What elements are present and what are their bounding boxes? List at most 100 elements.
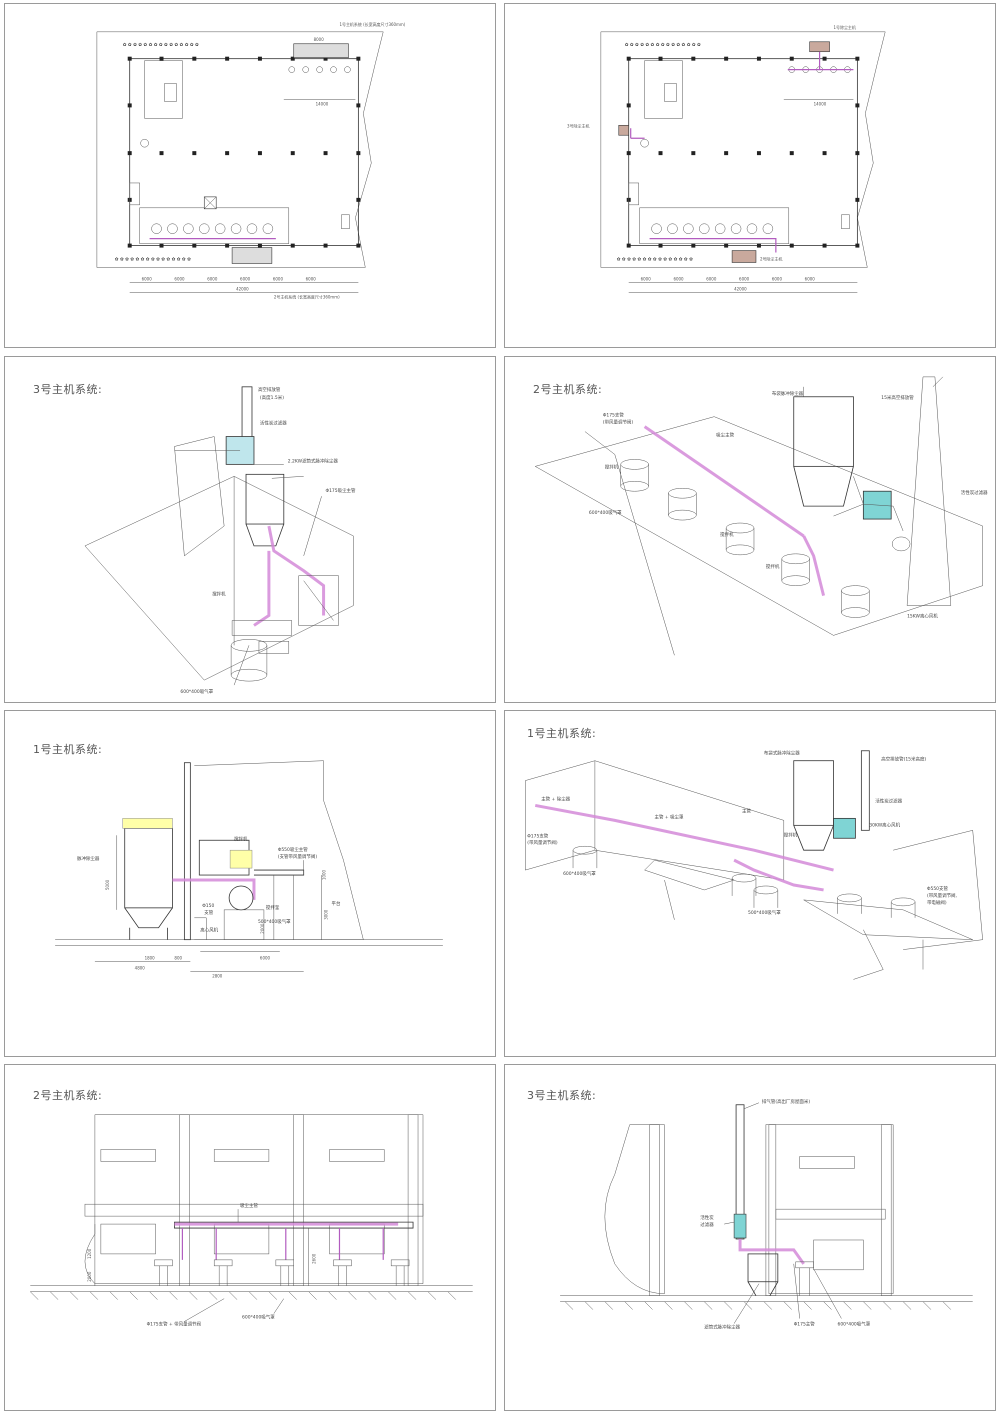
label-branch: 支管 xyxy=(204,909,213,916)
panel-system-1-elevation: 1号主机系统: 5000 1800 800 4800 6000 2800 300… xyxy=(4,710,496,1057)
label-top-left: 主管 + 除尘器 xyxy=(541,795,570,802)
system-2-elevation-drawing: 1200 2000 2600 吸尘主管 Φ175支管 + 带风量调节阀 600*… xyxy=(30,1114,473,1327)
system-1-iso-drawing: 高空排放管(15米高度) 布袋式脉冲除尘器 活性炭过滤器 30KW离心风机 主管… xyxy=(525,750,983,980)
panel-system-3-iso: 3号主机系统: 高空排放管 (高度1.5米) 活性炭过滤器 2.2KW滤筒式脉冲… xyxy=(4,356,496,703)
dim-w4: 6000 xyxy=(260,956,271,961)
label-fan: 15KW离心风机 xyxy=(907,612,938,619)
dim-bottom-2-5: 6000 xyxy=(772,276,783,281)
label-fan: 30KW离心风机 xyxy=(869,821,900,828)
panel-title: 3号主机系统: xyxy=(33,383,103,396)
label-collector: 脉冲除尘器 xyxy=(77,855,100,862)
label-machine-c: 搅拌机 xyxy=(766,563,780,570)
label-filter: 活性炭过滤器 xyxy=(260,420,287,427)
dim-w1: 1800 xyxy=(145,956,156,961)
dim-h3: 2000 xyxy=(260,923,265,934)
dim-inner: 14000 xyxy=(316,101,329,106)
label-hood-left: 600*400吸气罩 xyxy=(563,870,596,877)
label-branch-right-sub: (带风量调节阀, xyxy=(927,892,957,899)
svg-text:✿ ✿ ✿ ✿ ✿ ✿ ✿ ✿ ✿ ✿ ✿ ✿ ✿ ✿ ✿: ✿ ✿ ✿ ✿ ✿ ✿ ✿ ✿ ✿ ✿ ✿ ✿ ✿ ✿ ✿ xyxy=(625,42,701,48)
label-machine: 搅拌机 xyxy=(784,831,798,838)
floor-plan-1-drawing: ✿ ✿ ✿ ✿ ✿ ✿ ✿ ✿ ✿ ✿ ✿ ✿ ✿ ✿ ✿ ✿ ✿ ✿ ✿ ✿ … xyxy=(96,22,406,299)
dim-bottom-2-1: 6000 xyxy=(641,276,652,281)
label-machine: 搅拌机 xyxy=(212,591,226,598)
dim-total-2: 42000 xyxy=(734,286,747,291)
dim-h1: 1200 xyxy=(87,1248,92,1259)
dim-bottom-2: 6000 xyxy=(174,276,185,281)
note-left-2: 3号除尘主机 xyxy=(567,123,589,128)
label-branch-left-sub: (带风量调节阀) xyxy=(527,839,558,846)
label-cover: 搅拌釜 xyxy=(266,904,280,911)
label-collector: 布袋式脉冲除尘器 xyxy=(764,750,800,757)
panel-floor-plan-1: ✿ ✿ ✿ ✿ ✿ ✿ ✿ ✿ ✿ ✿ ✿ ✿ ✿ ✿ ✿ ✿ ✿ ✿ ✿ ✿ … xyxy=(4,3,496,348)
label-hood: 600*400吸气罩 xyxy=(589,509,622,516)
floor-plan-2-drawing: ✿ ✿ ✿ ✿ ✿ ✿ ✿ ✿ ✿ ✿ ✿ ✿ ✿ ✿ ✿ ✿ ✿ ✿ ✿ ✿ … xyxy=(567,25,886,293)
label-hood: 500*400吸气罩 xyxy=(258,918,291,925)
dim-bottom-6: 6000 xyxy=(306,276,317,281)
note-bottom: 2号主机系统 (长宽高度尺寸360mm) xyxy=(274,294,340,299)
dim-h4: 1000 xyxy=(322,869,327,880)
label-collector: 滤筒式脉冲除尘器 xyxy=(704,1323,740,1330)
dim-h3: 2600 xyxy=(312,1253,317,1264)
label-mid: 主管 + 吸尘罩 xyxy=(655,813,684,820)
label-branch: Φ175支管 + 带风量调节阀 xyxy=(147,1320,202,1327)
dim-w2: 800 xyxy=(174,956,182,961)
label-stack-sub: (高度1.5米) xyxy=(260,394,284,401)
dim-inner-2: 14000 xyxy=(814,101,827,106)
svg-text:✿ ✿ ✿ ✿ ✿ ✿ ✿ ✿ ✿ ✿ ✿ ✿ ✿ ✿ ✿: ✿ ✿ ✿ ✿ ✿ ✿ ✿ ✿ ✿ ✿ ✿ ✿ ✿ ✿ ✿ xyxy=(123,42,199,48)
label-collector: 布袋脉冲除尘器 xyxy=(772,390,804,397)
dim-bottom-2-3: 6000 xyxy=(706,276,717,281)
panel-title: 1号主机系统: xyxy=(33,743,103,756)
label-duct-sub: (支管带风量调节阀) xyxy=(278,853,317,860)
label-main-pipe: 吸尘主管 xyxy=(240,1202,258,1209)
panel-title: 1号主机系统: xyxy=(527,727,597,740)
dim-w3: 4800 xyxy=(135,966,146,971)
label-machine-a: 搅拌机 xyxy=(605,463,619,470)
label-filter: 活性炭过滤器 xyxy=(875,797,902,804)
dim-h2: 3000 xyxy=(324,909,329,920)
label-dia: Φ150 xyxy=(202,903,214,909)
dim-bottom-2-2: 6000 xyxy=(673,276,684,281)
panel-title: 3号主机系统: xyxy=(527,1089,597,1102)
dim-bottom-4: 6000 xyxy=(240,276,251,281)
label-fan: 离心风机 xyxy=(200,927,218,934)
dim-h2: 2000 xyxy=(87,1271,92,1282)
label-branch: Φ175支管 xyxy=(603,412,625,419)
note-top: 1号主机系统 (长宽高度尺寸360mm) xyxy=(339,22,405,27)
dim-bottom-3: 6000 xyxy=(207,276,218,281)
panel-title: 2号主机系统: xyxy=(33,1089,103,1102)
label-stack: 高空排放管(15米高度) xyxy=(881,756,926,763)
label-filter-sub: 过滤器 xyxy=(700,1221,714,1228)
system-3-elevation-drawing: 排气管(高出厂房屋面米) 活性炭 过滤器 滤筒式脉冲除尘器 Φ175主管 600… xyxy=(560,1098,973,1330)
label-stack: 排气管(高出厂房屋面米) xyxy=(762,1098,810,1105)
label-stack: 15米高空排放管 xyxy=(881,394,914,401)
panel-floor-plan-2: ✿ ✿ ✿ ✿ ✿ ✿ ✿ ✿ ✿ ✿ ✿ ✿ ✿ ✿ ✿ ✿ ✿ ✿ ✿ ✿ … xyxy=(504,3,996,348)
system-3-iso-drawing: 高空排放管 (高度1.5米) 活性炭过滤器 2.2KW滤筒式脉冲除尘器 Φ175… xyxy=(84,386,356,695)
dim-h1: 5000 xyxy=(105,879,110,890)
panel-system-1-iso: 1号主机系统: 高空排放管(15米高度) 布袋式脉冲除尘器 活性炭过滤器 30K… xyxy=(504,710,996,1057)
label-machine-b: 搅拌机 xyxy=(720,531,734,538)
note-bottom-2: 2号除尘主机 xyxy=(760,257,782,262)
label-branch-left: Φ175支管 xyxy=(527,832,549,839)
label-filter: 活性炭 xyxy=(700,1214,714,1221)
label-filter: 活性炭过滤器 xyxy=(961,489,988,496)
label-main-pipe: Φ175主管 xyxy=(794,1320,816,1327)
label-branch-sub: (带风量调节阀) xyxy=(603,419,634,426)
dim-total: 42000 xyxy=(236,286,249,291)
dim-bottom-2-6: 6000 xyxy=(805,276,816,281)
label-hood: 600*400吸气罩 xyxy=(180,688,213,695)
panel-system-2-iso: 2号主机系统: 15米高空排放管 布袋脉冲除尘器 Φ175支管 (带风量调节阀)… xyxy=(504,356,996,703)
system-1-elevation-drawing: 5000 1800 800 4800 6000 2800 3000 2000 1… xyxy=(55,760,443,978)
dim-bottom-1: 6000 xyxy=(142,276,153,281)
label-hood: 600*400吸气罩 xyxy=(837,1320,870,1327)
label-collector: 2.2KW滤筒式脉冲除尘器 xyxy=(288,457,339,464)
label-hood-mid: 500*400吸气罩 xyxy=(748,909,781,916)
dim-bottom-5: 6000 xyxy=(273,276,284,281)
dim-bottom-2-4: 6000 xyxy=(739,276,750,281)
label-machine: 搅拌机 xyxy=(234,835,248,842)
label-branch-right-sub2: 带电磁阀) xyxy=(927,899,947,906)
dim-w5: 2800 xyxy=(212,973,223,978)
svg-text:✿ ✿ ✿ ✿ ✿ ✿ ✿ ✿ ✿ ✿ ✿ ✿ ✿ ✿ ✿: ✿ ✿ ✿ ✿ ✿ ✿ ✿ ✿ ✿ ✿ ✿ ✿ ✿ ✿ ✿ xyxy=(115,257,191,263)
label-main-pipe: Φ175吸尘主管 xyxy=(326,487,356,494)
label-branch-right: Φ550支管 xyxy=(927,885,949,892)
panel-system-2-elevation: 2号主机系统: 1200 2000 2600 吸尘主管 Φ175支管 + 带风量… xyxy=(4,1064,496,1411)
